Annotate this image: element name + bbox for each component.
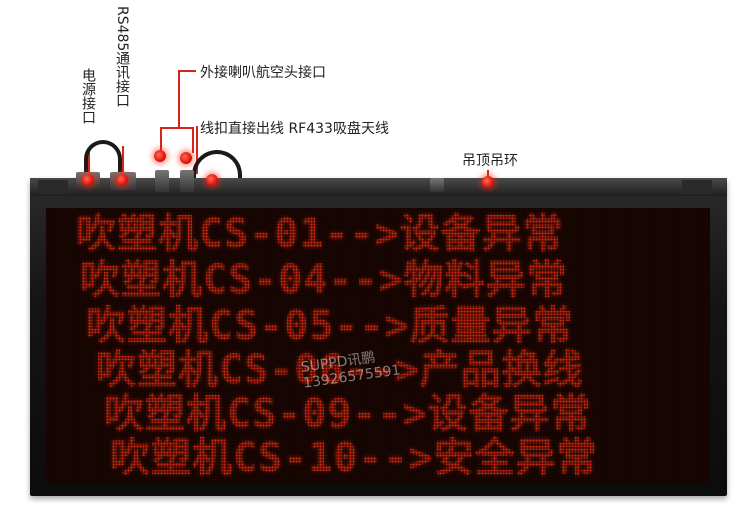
led-row-1: 吹塑机CS-01-->设备异常 [76, 211, 564, 257]
led-row-4: 吹塑机CS-06-->产品换线 [96, 347, 584, 393]
power-cable [84, 140, 122, 184]
speaker-leader-h [178, 70, 196, 72]
rs485-leader [122, 146, 124, 176]
power-interface-label: 电源接口 [80, 68, 96, 124]
led-row-3: 吹塑机CS-05-->质量异常 [86, 303, 574, 349]
hook-leader [487, 170, 489, 178]
led-sign-top-rail [30, 178, 727, 196]
speaker-dot-1 [154, 150, 166, 162]
wire-antenna-label: 线扣直接出线 RF433吸盘天线 [200, 121, 389, 137]
corner-bracket-right [682, 180, 712, 194]
antenna-cable [192, 150, 242, 184]
led-row-2: 吹塑机CS-04-->物料异常 [80, 257, 568, 303]
speaker-bracket [160, 127, 194, 129]
power-dot [82, 174, 94, 186]
led-row-6: 吹塑机CS-10-->安全异常 [110, 435, 598, 481]
rs485-interface-label: RS485通讯接口 [114, 6, 130, 108]
led-row-5: 吹塑机CS-09-->设备异常 [104, 391, 592, 437]
wire-leader-h [196, 126, 198, 174]
corner-bracket-left [38, 180, 68, 194]
speaker-interface-label: 外接喇叭航空头接口 [200, 65, 326, 81]
hook-mount [430, 178, 444, 192]
speaker-connector-1 [155, 170, 169, 192]
speaker-dot-2 [180, 152, 192, 164]
ceiling-hook-label: 吊顶吊环 [462, 153, 518, 169]
speaker-bracket-left [160, 127, 162, 153]
speaker-connector-2 [180, 170, 194, 192]
rs485-dot [116, 174, 128, 186]
speaker-leader-v [178, 70, 180, 128]
antenna-dot [206, 174, 218, 186]
speaker-bracket-right [192, 127, 194, 153]
led-screen: 吹塑机CS-01-->设备异常 吹塑机CS-04-->物料异常 吹塑机CS-05… [46, 208, 710, 484]
hook-dot [482, 176, 494, 188]
